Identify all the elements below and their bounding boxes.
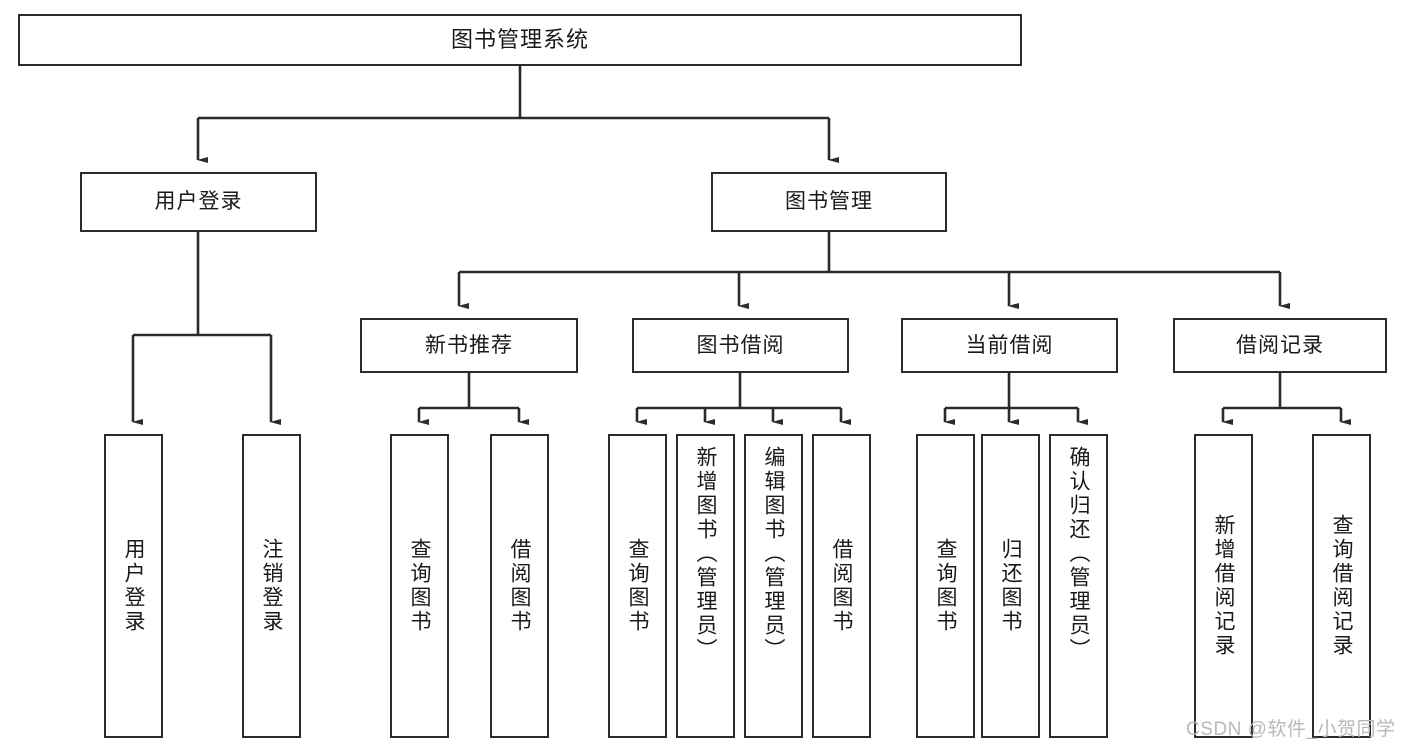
node-new-book-recommend[interactable]: 新书推荐 [360, 318, 578, 373]
leaf-label: 借阅图书 [508, 538, 531, 634]
node-current-borrow-label: 当前借阅 [965, 333, 1054, 357]
node-root[interactable]: 图书管理系统 [18, 14, 1022, 66]
leaf-label: 查询图书 [934, 538, 957, 634]
leaf-new-book-query[interactable]: 查询图书 [390, 434, 449, 738]
leaf-book-borrow-add[interactable]: 新增图书（管理员） [676, 434, 735, 738]
watermark: CSDN @软件_小贺同学 [1186, 719, 1396, 740]
leaf-borrow-record-query[interactable]: 查询借阅记录 [1312, 434, 1371, 738]
leaf-label: 用户登录 [122, 538, 145, 634]
node-current-borrow[interactable]: 当前借阅 [901, 318, 1118, 373]
node-book-management[interactable]: 图书管理 [711, 172, 947, 232]
node-book-borrow[interactable]: 图书借阅 [632, 318, 849, 373]
node-book-borrow-label: 图书借阅 [696, 333, 785, 357]
leaf-label: 新增借阅记录 [1212, 514, 1235, 658]
leaf-borrow-record-add[interactable]: 新增借阅记录 [1194, 434, 1253, 738]
leaf-user-login-login[interactable]: 用户登录 [104, 434, 163, 738]
leaf-book-borrow-query[interactable]: 查询图书 [608, 434, 667, 738]
leaf-new-book-borrow[interactable]: 借阅图书 [490, 434, 549, 738]
node-user-login[interactable]: 用户登录 [80, 172, 317, 232]
leaf-label: 编辑图书（管理员） [762, 446, 785, 662]
leaf-current-borrow-confirm-return[interactable]: 确认归还（管理员） [1049, 434, 1108, 738]
node-user-login-label: 用户登录 [154, 190, 243, 214]
node-new-book-recommend-label: 新书推荐 [425, 333, 513, 357]
leaf-label: 查询图书 [626, 538, 649, 634]
leaf-book-borrow-edit[interactable]: 编辑图书（管理员） [744, 434, 803, 738]
leaf-label: 确认归还（管理员） [1067, 446, 1090, 662]
node-root-label: 图书管理系统 [450, 26, 589, 52]
node-borrow-record[interactable]: 借阅记录 [1173, 318, 1387, 373]
leaf-label: 查询借阅记录 [1330, 514, 1353, 658]
leaf-label: 新增图书（管理员） [694, 446, 717, 662]
node-book-management-label: 图书管理 [785, 190, 873, 214]
leaf-label: 注销登录 [260, 538, 283, 634]
leaf-label: 归还图书 [999, 538, 1022, 634]
leaf-user-login-logout[interactable]: 注销登录 [242, 434, 301, 738]
node-borrow-record-label: 借阅记录 [1236, 333, 1324, 357]
leaf-label: 借阅图书 [830, 538, 853, 634]
leaf-current-borrow-query[interactable]: 查询图书 [916, 434, 975, 738]
leaf-book-borrow-borrow[interactable]: 借阅图书 [812, 434, 871, 738]
leaf-label: 查询图书 [408, 538, 431, 634]
leaf-current-borrow-return[interactable]: 归还图书 [981, 434, 1040, 738]
